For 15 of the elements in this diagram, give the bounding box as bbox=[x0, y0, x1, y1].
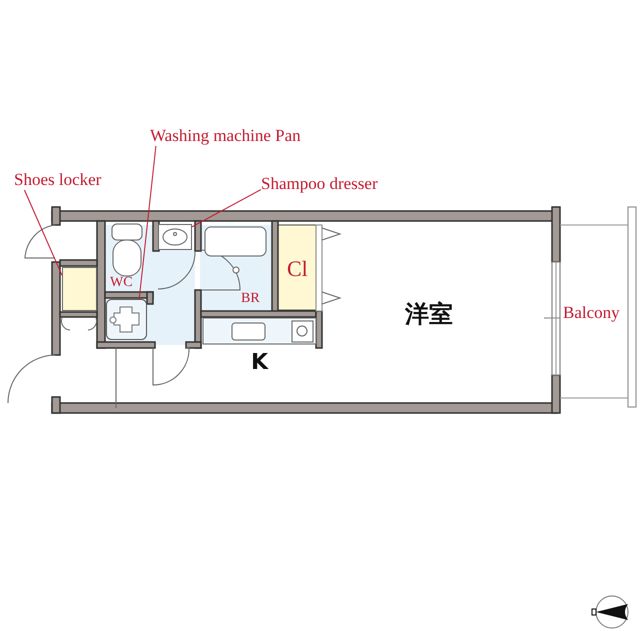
leader-line bbox=[138, 146, 156, 300]
callout-text: Shoes locker bbox=[14, 170, 102, 190]
room-label: 洋室 bbox=[405, 302, 453, 326]
washbasin bbox=[158, 224, 192, 250]
callout-text: Washing machine Pan bbox=[150, 126, 301, 146]
room-label: Cl bbox=[287, 258, 308, 280]
room-label: K bbox=[251, 352, 268, 374]
room-label: WC bbox=[110, 276, 133, 290]
leader-line bbox=[24, 190, 62, 276]
room-label: Balcony bbox=[563, 304, 620, 321]
callout-text: Shampoo dresser bbox=[261, 174, 378, 194]
washing-machine-pan bbox=[106, 299, 147, 340]
shoe-locker bbox=[62, 267, 97, 311]
room-label: BR bbox=[241, 292, 260, 306]
leader-line bbox=[192, 189, 262, 228]
